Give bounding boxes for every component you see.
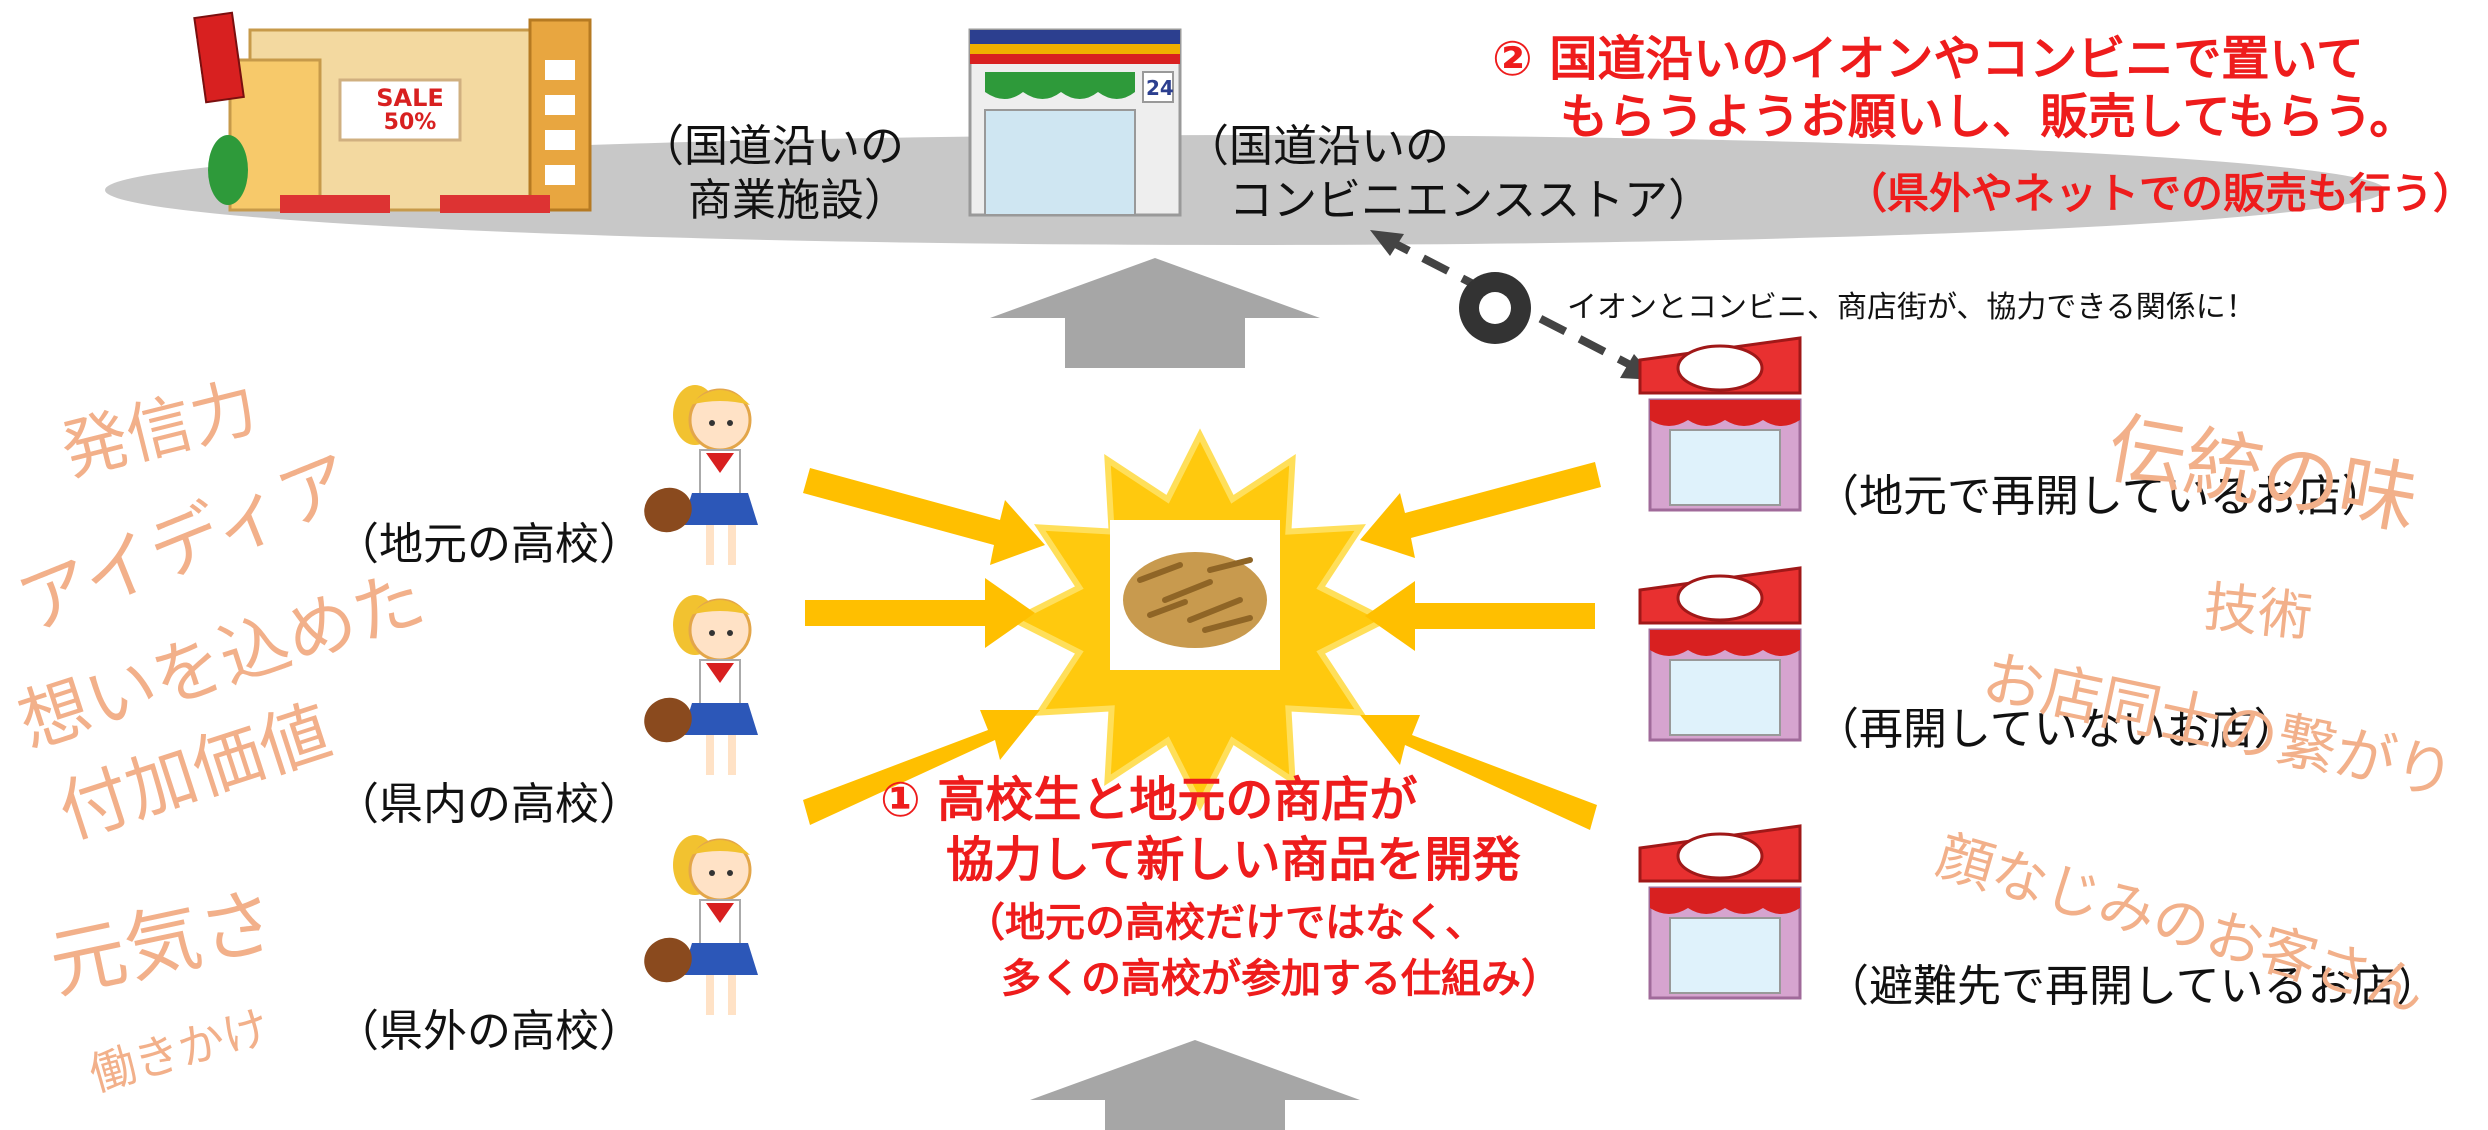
shop-icon-3 [1638, 824, 1802, 1000]
shop-icon-1 [1638, 336, 1802, 512]
mall-label: （国道沿いの 商業施設） [640, 120, 908, 228]
school-label-local: （地元の高校） [335, 519, 643, 570]
conbini-label-line2: コンビニエンスストア） [1229, 175, 1713, 226]
mall-label-line2: 商業施設） [688, 175, 908, 226]
step1-note-line1: （地元の高校だけではなく、 [965, 900, 1485, 946]
keyword-gijutsu: 技術 [2201, 575, 2316, 650]
step2-line1: ② 国道沿いのイオンやコンビニで置いて [1492, 31, 2364, 87]
school-label-prefecture: （県内の高校） [335, 779, 643, 830]
shop-label-evacuation: （避難先で再開しているお店） [1825, 961, 2440, 1012]
shopping-mall-icon [193, 11, 592, 213]
school-label-outside: （県外の高校） [335, 1006, 643, 1057]
shop-label-not-reopened: （再開していないお店） [1815, 704, 2298, 755]
step1-note: （地元の高校だけではなく、 多くの高校が参加する仕組み） [965, 895, 1561, 1007]
step1-note-line2: 多くの高校が参加する仕組み） [1001, 956, 1561, 1002]
cooperation-note: イオンとコンビニ、商店街が、協力できる関係に！ [1567, 290, 2256, 325]
gear-icon [1459, 272, 1531, 344]
mall-label-line1: （国道沿いの [640, 121, 904, 172]
mall-sale-percent: 50% [383, 110, 437, 135]
schoolgirl-icon-1 [636, 383, 760, 567]
step2-title: ② 国道沿いのイオンやコンビニで置いて もらうようお願いし、販売してもらう。 [1492, 30, 2417, 146]
step1-title: ① 高校生と地元の商店が 協力して新しい商品を開発 [880, 770, 1521, 890]
mall-sale-text: SALE [376, 84, 444, 112]
step1-line2: 協力して新しい商品を開発 [946, 832, 1521, 888]
shop-label-reopened-local: （地元で再開しているお店） [1815, 471, 2386, 522]
conbini-label: （国道沿いの コンビニエンスストア） [1185, 120, 1712, 228]
snack-product-image [1110, 520, 1280, 670]
step2-note: （県外やネットでの販売も行う） [1845, 169, 2476, 218]
schoolgirl-icon-2 [636, 593, 760, 777]
up-arrow-top [990, 258, 1320, 368]
conbini-label-line1: （国道沿いの [1185, 121, 1449, 172]
schoolgirl-icon-3 [636, 833, 760, 1017]
mall-sale-sign: SALE 50% [355, 85, 465, 135]
step2-line2: もらうようお願いし、販売してもらう。 [1560, 89, 2418, 145]
up-arrow-bottom [1030, 1040, 1360, 1130]
shop-icon-2 [1638, 566, 1802, 742]
step1-line1: ① 高校生と地元の商店が [880, 772, 1418, 828]
conbini-24-sign: 24 [1146, 76, 1174, 100]
convenience-store-icon [968, 28, 1182, 217]
